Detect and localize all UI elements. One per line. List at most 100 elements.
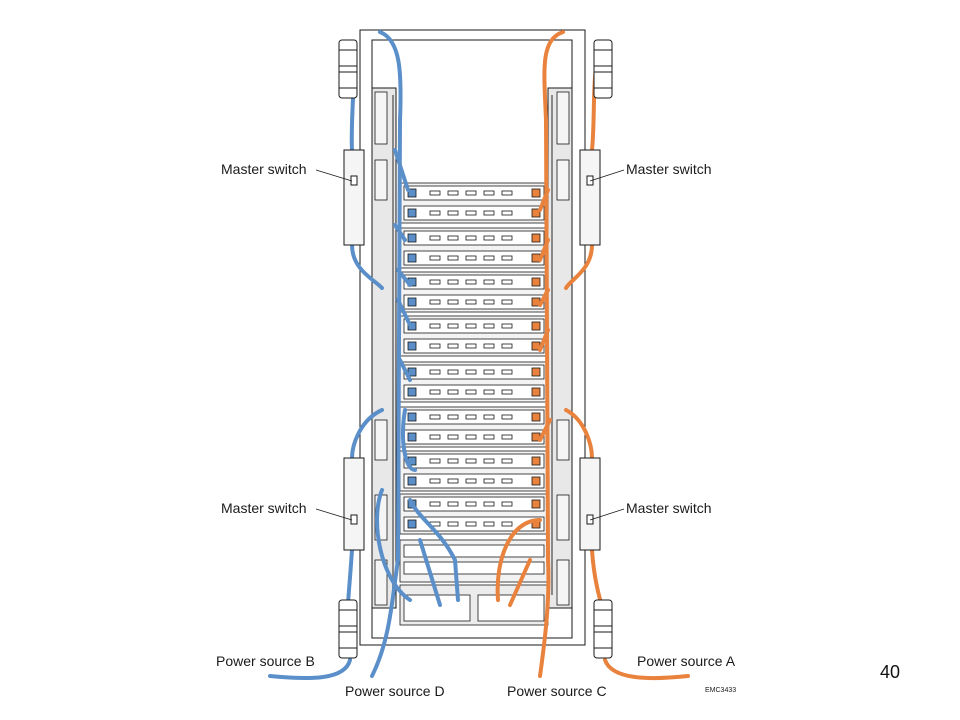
port-connector [465,210,477,216]
orange-power-inlet [531,277,541,287]
port-connector [429,478,441,484]
label-master-switch-bottom-right: Master switch [626,500,712,516]
port-connector [447,190,459,196]
port-connector [483,190,495,196]
port-connector [429,279,441,285]
port-connector [429,343,441,349]
orange-power-inlet [531,499,541,509]
port-connector [465,521,477,527]
blue-power-inlet [407,387,417,397]
port-connector [483,210,495,216]
orange-power-inlet [531,387,541,397]
port-connector [447,235,459,241]
port-connector [501,299,513,305]
port-connector [447,521,459,527]
port-connector [429,434,441,440]
right-pdu-outlets [556,91,570,606]
port-connector [483,279,495,285]
blue-power-inlet [407,341,417,351]
port-connector [447,414,459,420]
port-connector [429,235,441,241]
orange-power-inlet [531,412,541,422]
port-connector [501,501,513,507]
page-number: 40 [880,662,901,682]
port-connector [483,389,495,395]
port-connector [483,255,495,261]
port-connector [429,299,441,305]
orange-power-inlet [531,233,541,243]
blue-power-inlet [407,297,417,307]
port-connector [501,369,513,375]
blue-power-inlet [407,412,417,422]
blue-power-inlet [407,476,417,486]
port-connector [429,389,441,395]
port-connector [483,369,495,375]
port-connector [483,458,495,464]
port-connector [447,255,459,261]
port-connector [447,299,459,305]
blue-power-inlet [407,208,417,218]
port-connector [501,458,513,464]
blue-power-inlet [407,321,417,331]
port-connector [429,369,441,375]
port-connector [501,414,513,420]
port-connector [483,299,495,305]
port-connector [483,323,495,329]
port-connector [429,414,441,420]
port-connector [465,343,477,349]
storage-enclosures [399,182,549,535]
port-connector [483,434,495,440]
port-connector [483,501,495,507]
port-connector [465,190,477,196]
label-master-switch-bottom-left: Master switch [221,500,307,516]
label-master-switch-top-left: Master switch [221,161,307,177]
port-connector [447,343,459,349]
port-connector [483,414,495,420]
port-connector [429,501,441,507]
port-connector [447,279,459,285]
port-connector [429,210,441,216]
label-power-source-a: Power source A [637,653,736,669]
port-connector [465,414,477,420]
master-switch-units [343,149,601,551]
port-connector [465,458,477,464]
port-connector [501,478,513,484]
port-connector [447,478,459,484]
orange-power-inlet [531,367,541,377]
blue-power-inlet [407,519,417,529]
blue-power-inlet [407,233,417,243]
port-connector [465,478,477,484]
port-connector [429,255,441,261]
figure-id: EMC3433 [705,687,737,694]
port-connector [429,458,441,464]
label-master-switch-top-right: Master switch [626,161,712,177]
port-connector [501,323,513,329]
port-connector [447,210,459,216]
port-connector [447,434,459,440]
port-connector [429,190,441,196]
port-connector [465,323,477,329]
port-connector [465,279,477,285]
port-connector [483,343,495,349]
label-power-source-b: Power source B [216,653,315,669]
port-connector [501,210,513,216]
callout-leader-lines [315,169,625,521]
port-connector [501,434,513,440]
port-connector [465,389,477,395]
orange-power-inlet [531,208,541,218]
port-connector [429,323,441,329]
orange-power-inlet [531,456,541,466]
port-connector [465,369,477,375]
orange-power-inlet [531,321,541,331]
power-plugs [338,39,613,659]
port-connector [465,255,477,261]
port-connector [465,434,477,440]
blue-power-inlet [407,188,417,198]
blue-power-cables [268,30,460,681]
port-connector [483,521,495,527]
port-connector [501,255,513,261]
port-connector [465,299,477,305]
blue-power-inlet [407,253,417,263]
port-connector [501,389,513,395]
